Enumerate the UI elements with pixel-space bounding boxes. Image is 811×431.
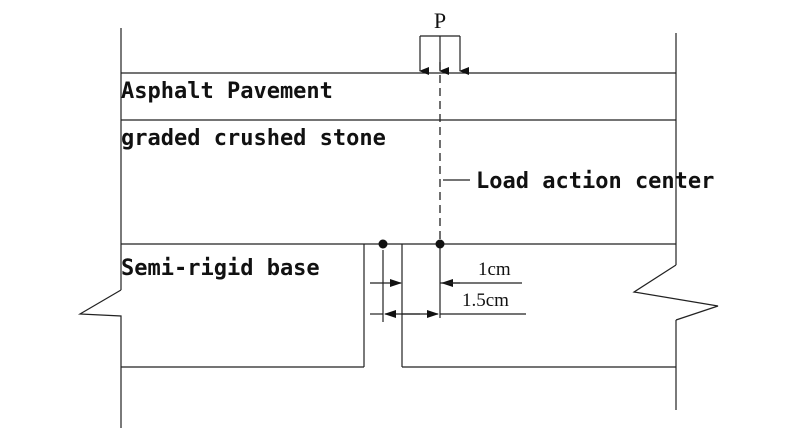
crushed-stone-layer-label: graded crushed stone bbox=[121, 126, 386, 151]
load-symbol: P bbox=[434, 8, 446, 33]
semi-rigid-layer-label: Semi-rigid base bbox=[121, 256, 320, 281]
measure-point-crack-edge bbox=[378, 239, 388, 249]
left-break-line bbox=[77, 289, 122, 345]
asphalt-layer-label: Asphalt Pavement bbox=[121, 79, 333, 104]
dim-small-label: 1cm bbox=[478, 259, 511, 280]
right-break-line bbox=[632, 264, 719, 321]
dim-large-label: 1.5cm bbox=[462, 290, 509, 311]
measure-point-load-center bbox=[435, 239, 445, 249]
load-center-label: Load action center bbox=[476, 169, 714, 194]
